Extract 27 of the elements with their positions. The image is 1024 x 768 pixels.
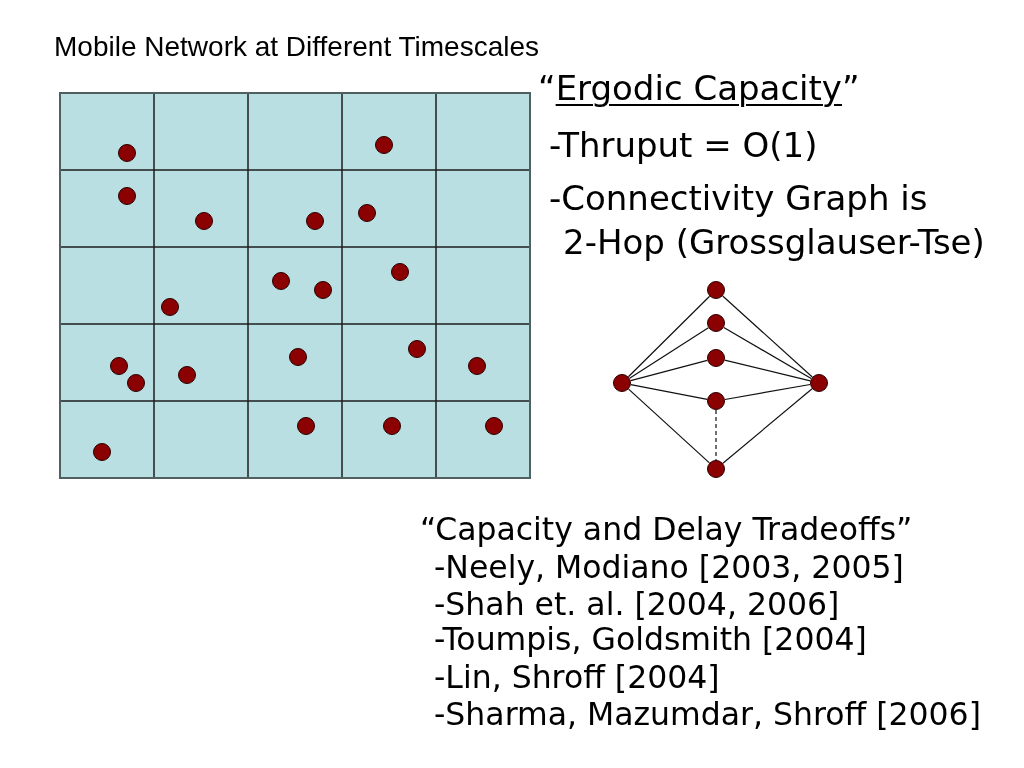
bullet-text: -Sharma, Mazumdar, Shroff [2006] <box>434 696 981 733</box>
bullet-text: -Neely, Modiano [2003, 2005] <box>434 549 904 586</box>
node-circle <box>707 281 725 299</box>
slide-title: Mobile Network at Different Timescales <box>54 31 539 63</box>
connector-line <box>630 384 708 400</box>
quoted-heading: “Ergodic Capacity” <box>538 68 860 108</box>
bullet-text: -Toumpis, Goldsmith [2004] <box>434 621 867 658</box>
node-circle <box>707 392 725 410</box>
node-circle <box>707 349 725 367</box>
quoted-heading: “Capacity and Delay Tradeoffs” <box>420 511 913 548</box>
node-circle <box>810 374 828 392</box>
bullet-text: -Lin, Shroff [2004] <box>434 659 720 696</box>
bullet-text: -Thruput = O(1) <box>549 125 818 165</box>
node-circle <box>707 460 725 478</box>
bullet-text: -Connectivity Graph is 2-Hop (Grossglauser-Tse) <box>549 177 986 264</box>
connector-line <box>627 295 711 378</box>
node-circle <box>707 314 725 332</box>
connector-line <box>628 388 710 464</box>
connector-line <box>629 327 709 379</box>
connector-line <box>724 383 811 401</box>
bullet-text: -Shah et. al. [2004, 2006] <box>434 586 840 623</box>
connector-line <box>723 326 812 380</box>
connector-line <box>630 359 708 382</box>
node-circle <box>613 374 631 392</box>
connector-line <box>722 388 813 464</box>
connector-line <box>724 359 811 382</box>
connector-line <box>722 295 813 378</box>
